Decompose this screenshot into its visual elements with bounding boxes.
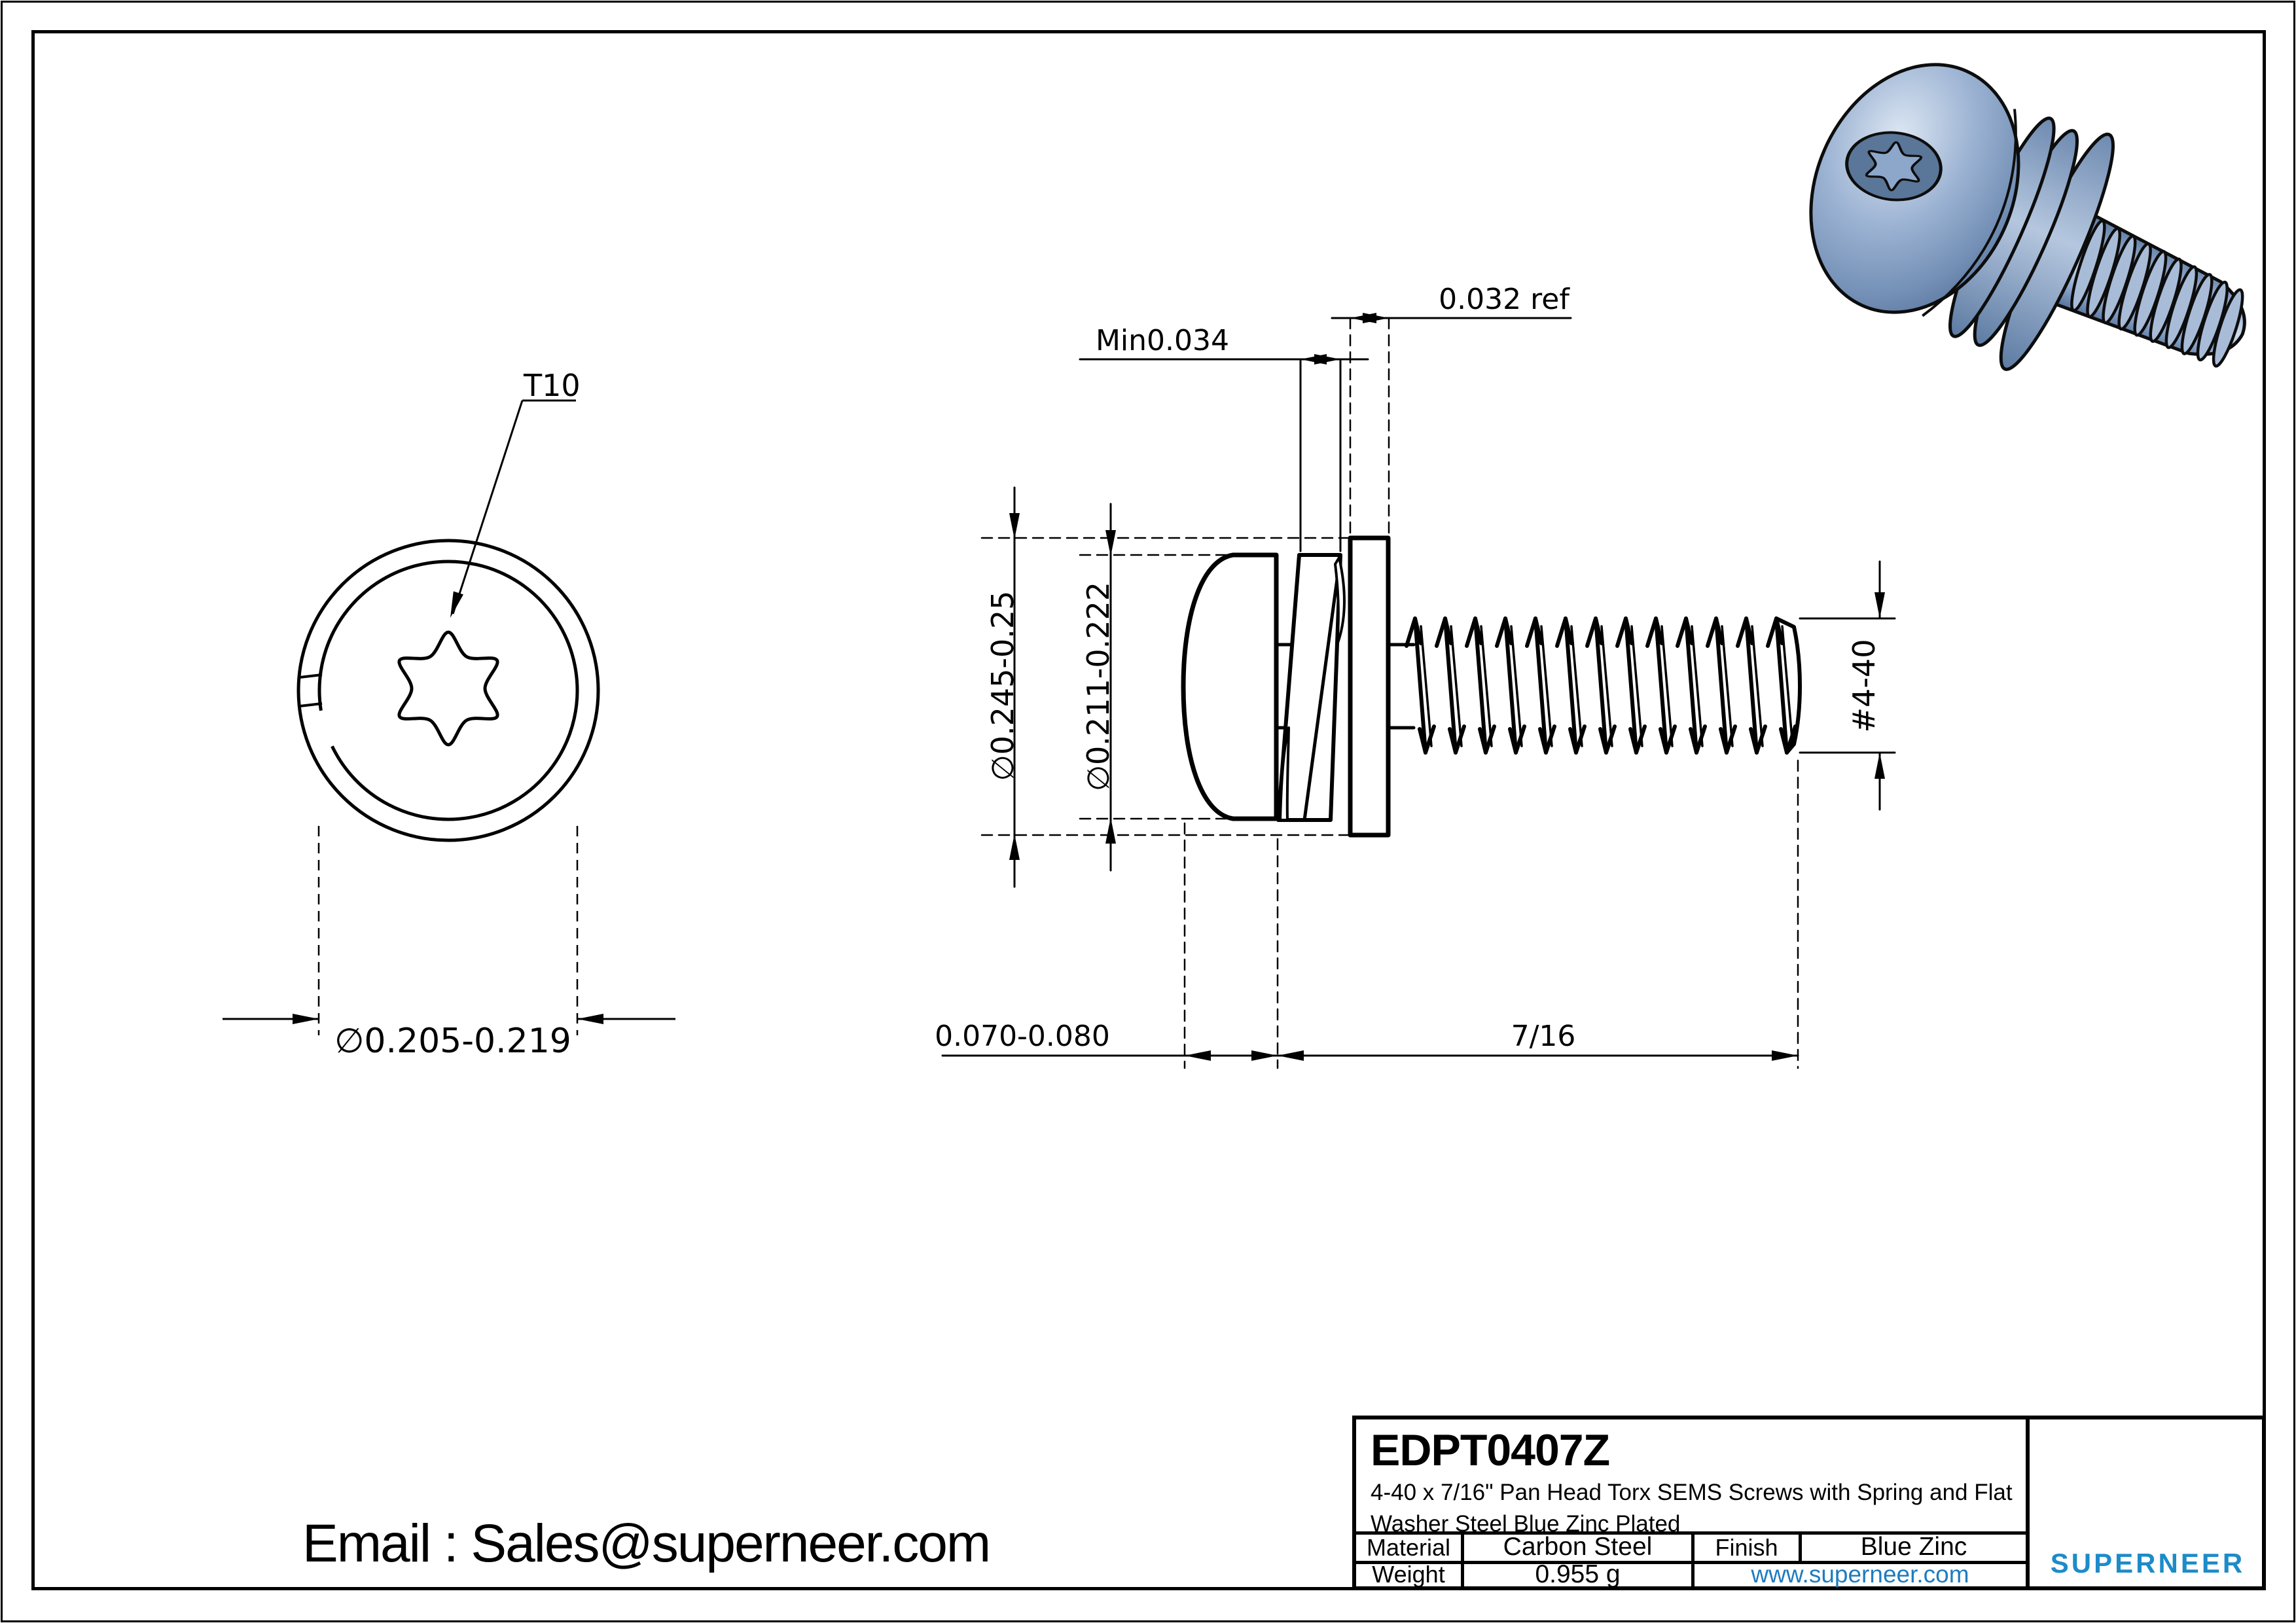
part-number: EDPT0407Z [1371, 1425, 1610, 1475]
screw-3d-head-edge [1922, 109, 2017, 317]
material-label: Material [1366, 1534, 1451, 1561]
spring-washer-split [1279, 726, 1290, 821]
screw-3d-thread-ridges [2070, 219, 2244, 368]
email-contact[interactable]: Email : Sales@superneer.com [302, 1514, 991, 1573]
thread-size-label: #4-40 [1846, 639, 1882, 733]
finish-label: Finish [1715, 1534, 1778, 1561]
washer-ref-label: 0.032 ref [1439, 283, 1570, 316]
washer-od-label: ∅0.245-0.25 [985, 591, 1020, 781]
spring-washer-split [1334, 556, 1346, 646]
head-od-label: ∅0.211-0.222 [1081, 582, 1116, 791]
t10-leader-line [452, 400, 524, 615]
thread-tip [1774, 616, 1802, 755]
head-height-label: 0.070-0.080 [935, 1020, 1110, 1053]
title-block-line [1356, 1531, 2026, 1535]
sheet-inner-frame [31, 30, 2266, 1590]
title-block: EDPT0407Z 4-40 x 7/16" Pan Head Torx SEM… [1352, 1416, 2266, 1590]
title-block-line [1461, 1531, 1464, 1586]
t10-label: T10 [523, 368, 581, 403]
pan-head-profile [1181, 552, 1279, 821]
title-block-line [1356, 1561, 2026, 1564]
dimension-arrowheads [293, 313, 1885, 1061]
front-view [223, 399, 675, 1035]
website-link[interactable]: www.superneer.com [1751, 1560, 1969, 1588]
screw-3d-torx-star [1865, 141, 1923, 192]
torx-recess-outline [397, 630, 499, 747]
material-value: Carbon Steel [1503, 1533, 1653, 1561]
title-block-line [2026, 1419, 2030, 1586]
spring-min-label: Min0.034 [1096, 324, 1229, 357]
spring-washer-profile [1276, 553, 1342, 822]
part-description-line2: Washer Steel Blue Zinc Plated [1371, 1511, 1681, 1537]
screw-3d-render [1809, 63, 2246, 371]
weight-label: Weight [1372, 1561, 1445, 1588]
title-block-line [1691, 1531, 1695, 1586]
front-diameter-label: ∅0.205-0.219 [334, 1022, 571, 1061]
extension-lines [980, 317, 1799, 1069]
flat-washer-profile [1348, 535, 1391, 838]
part-description-line1: 4-40 x 7/16" Pan Head Torx SEMS Screws w… [1371, 1480, 2013, 1505]
title-block-line [1799, 1531, 1802, 1564]
washer-split-tick [299, 702, 323, 707]
washer-split-tick [299, 673, 323, 679]
finish-value: Blue Zinc [1860, 1533, 1967, 1561]
thread-length-label: 7/16 [1511, 1020, 1576, 1053]
thread-profile [1405, 616, 1797, 755]
spring-washer-coil-line [1302, 553, 1342, 822]
weight-value: 0.955 g [1535, 1560, 1621, 1588]
brand-name: SUPERNEER [2050, 1548, 2246, 1578]
side-view [941, 317, 1896, 1069]
dimension-lines [941, 317, 1896, 1057]
